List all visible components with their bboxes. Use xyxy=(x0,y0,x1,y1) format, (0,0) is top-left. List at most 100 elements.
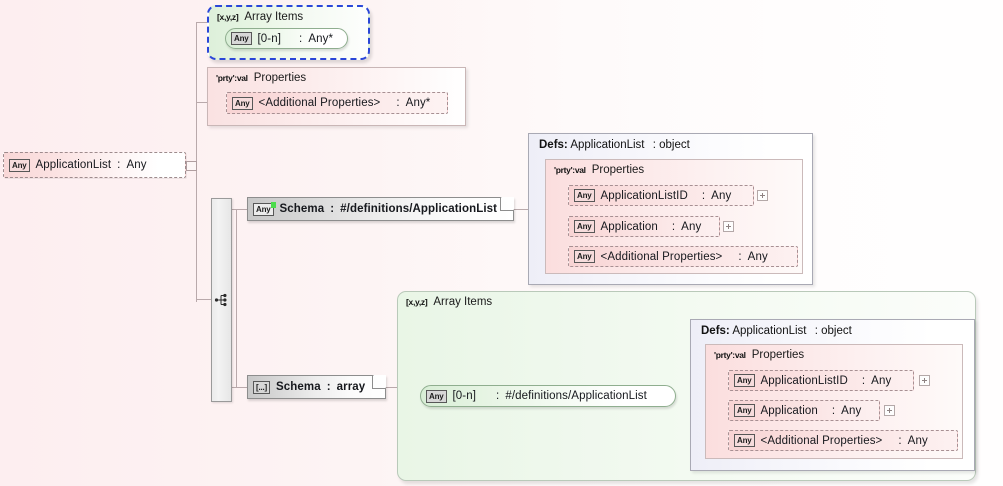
schema-ref-type: #/definitions/ApplicationList xyxy=(340,203,497,215)
folded-corner-icon xyxy=(500,197,514,211)
any-type-icon: Any xyxy=(232,97,253,110)
defs-bottom-row2-separator: : xyxy=(832,405,835,417)
expand-toggle-row2[interactable] xyxy=(723,221,734,232)
defs-top-row1-name: ApplicationListID xyxy=(601,190,688,202)
any-type-icon: Any xyxy=(574,250,595,263)
schema-ref-name: Schema xyxy=(280,203,325,215)
defs-top-row2-separator: : xyxy=(672,221,675,233)
array-items-bottom-header: [x,y,z] Array Items xyxy=(406,296,492,308)
defs-bottom-row1-name: ApplicationListID xyxy=(761,375,848,387)
defs-bottom-type: object xyxy=(821,325,852,337)
array-item-bottom-occurrence: [0-n] xyxy=(453,390,477,402)
defs-bottom-row3-separator: : xyxy=(898,435,901,447)
sequence-tree-icon xyxy=(214,293,229,308)
defs-top-row2-type: Any xyxy=(681,221,701,233)
sequence-compositor-bar[interactable] xyxy=(211,198,232,402)
defs-bottom-row1-separator: : xyxy=(862,375,865,387)
any-type-icon: Any xyxy=(734,434,755,447)
defs-top-label: Defs: xyxy=(539,139,568,151)
root-node-type: Any xyxy=(126,159,146,171)
any-type-icon: Any xyxy=(574,220,595,233)
table-row[interactable]: Any <Additional Properties> : Any xyxy=(568,246,798,267)
any-type-icon: Any xyxy=(426,390,447,403)
defs-top-name: ApplicationList xyxy=(570,139,644,151)
any-type-icon: Any xyxy=(231,32,252,45)
defs-bottom-name: ApplicationList xyxy=(732,325,806,337)
root-node-separator: : xyxy=(117,159,120,171)
defs-bottom-row2-type: Any xyxy=(841,405,861,417)
defs-bottom-row3-name: <Additional Properties> xyxy=(761,435,883,447)
additional-properties-top-name: <Additional Properties> xyxy=(259,97,381,109)
defs-top-properties-header: 'prty':val Properties xyxy=(554,164,644,176)
additional-properties-top-type: Any* xyxy=(406,97,431,109)
table-row[interactable]: Any ApplicationListID : Any xyxy=(728,370,914,391)
defs-top-header: Defs: ApplicationList : object xyxy=(539,139,690,151)
root-node-applicationlist[interactable]: Any ApplicationList : Any xyxy=(3,152,186,178)
array-item-top-separator: : xyxy=(299,33,302,45)
folded-corner-icon xyxy=(372,375,386,389)
node-additional-properties-top[interactable]: Any <Additional Properties> : Any* xyxy=(226,92,448,114)
array-items-tag-icon: [x,y,z] xyxy=(217,12,238,22)
defs-top-row2-name: Application xyxy=(601,221,658,233)
defs-top-row3-type: Any xyxy=(748,251,768,263)
connector-sequence-spine xyxy=(236,209,237,388)
schema-array-separator: : xyxy=(327,381,331,393)
defs-top-type: object xyxy=(659,139,690,151)
schema-ref-separator: : xyxy=(330,203,334,215)
defs-top-row1-separator: : xyxy=(702,190,705,202)
array-items-top-title: Array Items xyxy=(244,11,303,23)
array-items-tag-icon: [x,y,z] xyxy=(406,297,427,307)
defs-bottom-row3-type: Any xyxy=(908,435,928,447)
any-type-icon: Any xyxy=(253,203,274,216)
root-node-name: ApplicationList xyxy=(36,159,112,171)
table-row[interactable]: Any ApplicationListID : Any xyxy=(568,185,754,206)
expand-toggle-row1[interactable] xyxy=(919,375,930,386)
array-item-bottom-separator: : xyxy=(496,390,499,402)
array-items-bottom-title: Array Items xyxy=(433,296,492,308)
root-node-expander-stub[interactable] xyxy=(186,161,197,171)
node-schema-ref[interactable]: Any Schema : #/definitions/ApplicationLi… xyxy=(247,197,514,221)
array-item-top-occurrence: [0-n] xyxy=(258,33,282,45)
defs-top-separator: : xyxy=(653,139,656,151)
schema-array-name: Schema xyxy=(276,381,321,393)
table-row[interactable]: Any Application : Any xyxy=(568,216,720,237)
any-type-icon: Any xyxy=(9,159,30,172)
array-item-bottom-type: #/definitions/ApplicationList xyxy=(505,390,647,402)
defs-bottom-separator: : xyxy=(815,325,818,337)
defs-bottom-row1-type: Any xyxy=(871,375,891,387)
properties-top-header: 'prty':val Properties xyxy=(216,72,306,84)
table-row[interactable]: Any Application : Any xyxy=(728,400,880,421)
schema-array-type: array xyxy=(337,381,366,393)
connector-to-sequence xyxy=(196,299,212,300)
defs-bottom-header: Defs: ApplicationList : object xyxy=(701,325,852,337)
connector-sequence-to-schema-ref xyxy=(231,209,248,210)
defs-top-properties-title: Properties xyxy=(592,164,644,176)
property-tag-icon: 'prty':val xyxy=(554,165,586,175)
node-array-item-top[interactable]: Any [0-n] : Any* xyxy=(225,28,348,49)
node-schema-array[interactable]: [...] Schema : array xyxy=(247,375,386,399)
property-tag-icon: 'prty':val xyxy=(714,350,746,360)
any-type-icon: Any xyxy=(574,189,595,202)
properties-top-title: Properties xyxy=(254,72,306,84)
connector-sequence-to-schema-array xyxy=(231,387,248,388)
defs-bottom-properties-title: Properties xyxy=(752,349,804,361)
any-type-icon: Any xyxy=(734,374,755,387)
array-items-top-header: [x,y,z] Array Items xyxy=(217,11,303,23)
defs-bottom-properties-header: 'prty':val Properties xyxy=(714,349,804,361)
node-array-item-bottom[interactable]: Any [0-n] : #/definitions/ApplicationLis… xyxy=(420,385,676,407)
additional-properties-top-separator: : xyxy=(396,97,399,109)
property-tag-icon: 'prty':val xyxy=(216,73,248,83)
any-type-icon: Any xyxy=(734,404,755,417)
expand-toggle-row1[interactable] xyxy=(757,190,768,201)
array-item-top-type: Any* xyxy=(308,33,333,45)
expand-toggle-row2[interactable] xyxy=(884,405,895,416)
array-type-icon: [...] xyxy=(253,381,270,394)
green-ref-marker-icon xyxy=(271,202,276,208)
defs-bottom-row2-name: Application xyxy=(761,405,818,417)
table-row[interactable]: Any <Additional Properties> : Any xyxy=(728,430,958,451)
defs-top-row3-separator: : xyxy=(738,251,741,263)
defs-top-row3-name: <Additional Properties> xyxy=(601,251,723,263)
defs-top-row1-type: Any xyxy=(711,190,731,202)
defs-bottom-label: Defs: xyxy=(701,325,730,337)
